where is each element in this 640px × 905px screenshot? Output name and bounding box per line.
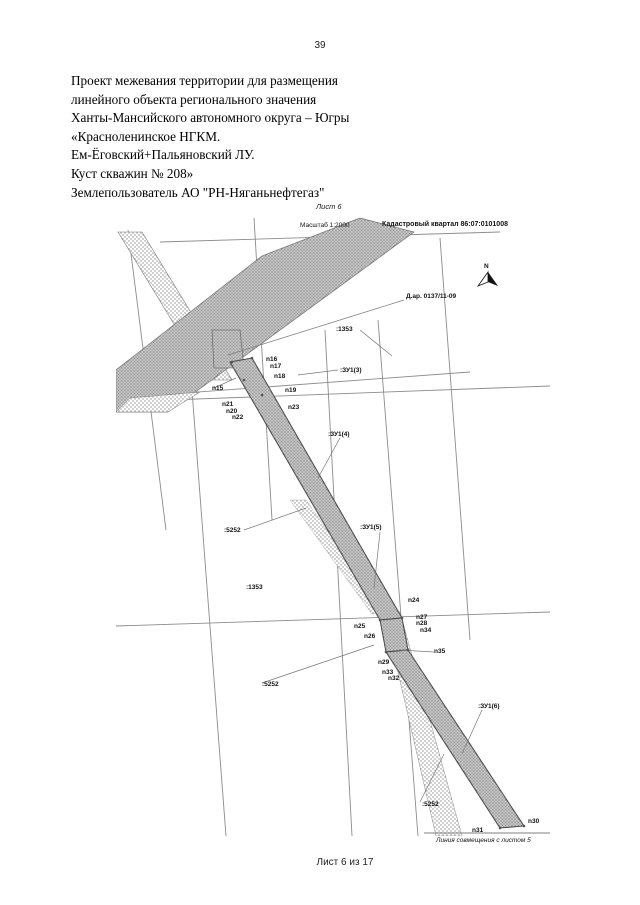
- leader-line: [373, 531, 381, 589]
- point-label: n23: [288, 404, 300, 411]
- leader-lines: [213, 299, 483, 803]
- parcel-label: :ЗУ1(3): [340, 367, 362, 374]
- scale-label: Масштаб 1:2000: [300, 221, 350, 229]
- leader-line: [227, 299, 405, 356]
- header-line: линейного объекта регионального значения: [71, 91, 317, 107]
- point-label: n20: [226, 408, 238, 415]
- point-label: n19: [285, 387, 297, 394]
- parcel-label: :1353: [246, 584, 263, 591]
- point-markers: [230, 356, 526, 830]
- point-label: n16: [266, 356, 278, 363]
- point-label: n22: [232, 414, 244, 421]
- corridor-zu5: [379, 617, 409, 653]
- point-label: n30: [528, 818, 540, 825]
- project-header: Проект межевания территории для размещен…: [71, 72, 349, 202]
- point-marker: [260, 393, 264, 397]
- grid-line: [439, 237, 471, 641]
- leader-line: [461, 709, 483, 755]
- leader-line: [261, 644, 375, 684]
- grid-line: [324, 329, 353, 836]
- header-line: Проект межевания территории для размещен…: [71, 73, 338, 88]
- leader-line: [317, 437, 341, 479]
- point-marker: [242, 378, 246, 382]
- north-arrow-shape: [488, 272, 498, 286]
- point-label: n33: [382, 669, 394, 676]
- point-marker: [498, 826, 502, 830]
- header-line: Землепользователь АО "РН-Няганьнефтегаз": [71, 184, 325, 200]
- point-marker: [384, 650, 388, 654]
- zone-ref-label: Д.ар. 0137/11-09: [406, 293, 457, 300]
- leader-line: [243, 507, 307, 531]
- header-line: Куст скважин № 208»: [71, 165, 194, 181]
- grid-line: [187, 337, 227, 836]
- dotted-patch: [116, 391, 201, 413]
- point-label: n17: [270, 363, 282, 370]
- parcel-label: :ЗУ1(6): [478, 703, 500, 710]
- hatched-band: [116, 218, 415, 413]
- header-line: Ханты-Мансийского автономного округа – Ю…: [71, 110, 350, 126]
- point-label: n27: [416, 614, 428, 621]
- point-marker: [522, 824, 526, 828]
- point-label: n32: [388, 675, 400, 682]
- point-label: n28: [416, 620, 428, 627]
- point-label: n31: [472, 827, 484, 834]
- parcel-label: :5252: [422, 801, 439, 808]
- point-label: n26: [364, 633, 376, 640]
- point-marker: [378, 618, 382, 622]
- leader-line: [359, 329, 393, 357]
- point-label: n24: [408, 597, 420, 604]
- point-label: n25: [354, 623, 366, 630]
- point-label: n29: [378, 659, 390, 666]
- parcel-label: :1353: [336, 326, 353, 333]
- north-arrow-outline: [476, 270, 489, 287]
- point-label: n35: [434, 648, 446, 655]
- corridor-zu6: [385, 649, 525, 829]
- header-line: Ем-Ёговский+Пальяновский ЛУ.: [71, 147, 255, 163]
- point-marker: [406, 648, 410, 652]
- leader-line: [419, 753, 445, 803]
- sheet-title: Лист 6: [315, 202, 342, 211]
- north-arrow: N: [476, 263, 498, 287]
- leader-line: [398, 649, 435, 653]
- leader-line: [213, 377, 237, 389]
- point-label: n15: [212, 385, 224, 392]
- page-number: 39: [314, 40, 326, 51]
- point-label: n21: [222, 401, 234, 408]
- alignment-note: Линия совмещения с листом 5: [435, 837, 531, 844]
- parcel-label: :ЗУ1(4): [328, 431, 350, 438]
- grid-line: [377, 319, 419, 836]
- point-marker: [230, 360, 234, 364]
- header-line: «Красноленинское НГКМ.: [71, 128, 221, 144]
- sheet-footer: Лист 6 из 17: [316, 857, 374, 868]
- grid-line: [116, 611, 550, 627]
- point-marker: [250, 356, 254, 360]
- north-label: N: [484, 263, 489, 270]
- parcel-label: :ЗУ1(5): [360, 524, 382, 531]
- point-labels: n16 n17 n18 n15 n19 n21 n20 n23 n22 n24 …: [212, 356, 540, 834]
- point-label: n34: [420, 627, 432, 634]
- parcel-label: :5252: [262, 681, 279, 688]
- parcel-label: :5252: [224, 527, 241, 534]
- cadastral-quarter-label: Кадастровый квартал 86:07:0101008: [382, 220, 508, 228]
- leader-line: [297, 369, 339, 376]
- point-marker: [400, 616, 404, 620]
- point-label: n18: [274, 373, 286, 380]
- corridor-zu4: [229, 357, 403, 621]
